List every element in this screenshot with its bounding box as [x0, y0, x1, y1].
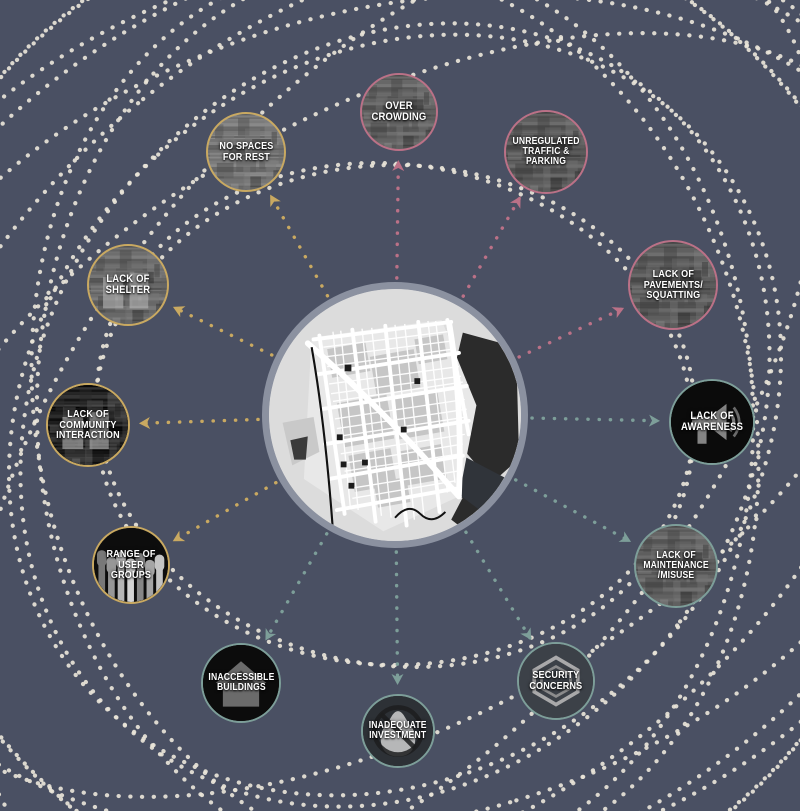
spoke-lack-of-awareness — [530, 416, 662, 423]
traffic-photo — [506, 112, 586, 192]
spoke-inadequate-investment — [394, 550, 400, 687]
spoke-unregulated-traffic-parking — [461, 194, 523, 298]
spoke-arrow-lack-of-pavements-squatting — [611, 307, 625, 318]
spoke-lack-of-shelter — [171, 305, 274, 357]
spoke-arrow-lack-of-community-interaction — [138, 416, 151, 429]
city-map-graphic — [269, 289, 521, 541]
community-photo — [48, 385, 128, 465]
spoke-arrow-unregulated-traffic-parking — [509, 196, 521, 209]
spoke-arrow-over-crowding — [392, 159, 405, 172]
spoke-lack-of-maintenance-misuse — [513, 478, 633, 544]
spoke-arrow-lack-of-shelter — [172, 306, 186, 318]
raised-hands-photo — [94, 528, 168, 602]
spoke-lack-of-community-interaction — [137, 417, 260, 426]
orbit-arc — [94, 160, 696, 670]
spoke-arrow-no-spaces-for-rest — [270, 194, 281, 208]
megaphone-icon — [692, 403, 741, 444]
house-icon — [215, 661, 267, 707]
crowd-photo — [362, 75, 436, 149]
spoke-security-concerns — [464, 530, 533, 642]
spoke-arrow-security-concerns — [520, 627, 532, 640]
spoke-arrow-lack-of-awareness — [648, 414, 661, 427]
shelter-photo — [89, 246, 167, 324]
no-money-icon — [372, 705, 424, 757]
orbit-arc — [34, 0, 756, 811]
spoke-arrow-inaccessible-buildings — [265, 627, 277, 641]
spoke-inaccessible-buildings — [263, 532, 329, 643]
spoke-arrow-lack-of-maintenance-misuse — [618, 531, 632, 542]
shield-icon — [532, 655, 580, 707]
spoke-arrow-inadequate-investment — [391, 673, 404, 686]
city-map-hub[interactable] — [262, 282, 528, 548]
spoke-arrow-range-of-user-groups — [172, 530, 186, 542]
